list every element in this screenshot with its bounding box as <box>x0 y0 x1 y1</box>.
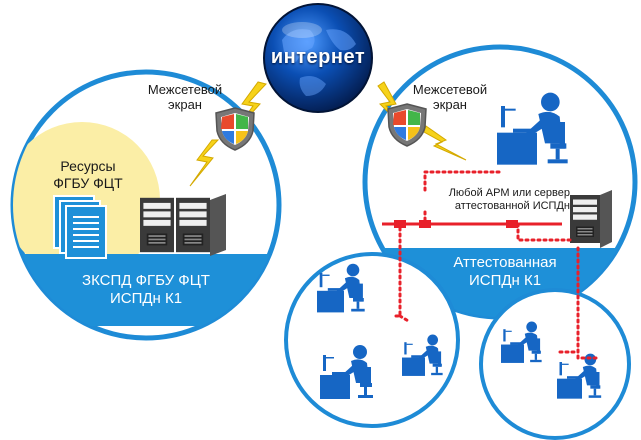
server-icon <box>140 194 226 256</box>
lightning-icon <box>423 125 467 161</box>
internet-label: интернет <box>270 46 366 68</box>
firewall-right-line2: экран <box>433 97 467 112</box>
firewall-left-line1: Межсетевой <box>147 82 223 97</box>
firewall-right-shield-icon <box>387 103 427 147</box>
note-line2: аттестованной ИСПДн <box>454 200 570 212</box>
left-site-band-line2: ИСПДн К1 <box>109 290 183 307</box>
dotted-link <box>390 226 402 318</box>
dotted-link <box>516 222 572 242</box>
documents-icon <box>53 195 107 259</box>
resources-line2: ФГБУ ФЦТ <box>53 175 123 191</box>
note-line1: Любой АРМ или сервер <box>448 187 570 199</box>
left-site-band-label: ЗКСПД ФГБУ ФЦТ ИСПДн К1 <box>56 272 236 308</box>
dotted-links <box>390 170 598 360</box>
resources-line1: Ресурсы <box>60 158 116 174</box>
firewall-left-line2: экран <box>168 97 202 112</box>
right-site-band-line1: Аттестованная <box>453 254 557 271</box>
dotted-link <box>398 314 412 324</box>
firewall-left-label: Межсетевой экран <box>130 82 240 112</box>
remote-site-circle <box>479 288 631 440</box>
firewall-right-line1: Межсетевой <box>412 82 488 97</box>
right-site-band-label: Аттестованная ИСПДн К1 <box>430 254 580 290</box>
globe-icon <box>263 3 373 113</box>
firewall-left-shield-icon <box>215 107 255 151</box>
dotted-link <box>576 246 598 360</box>
lan-node <box>506 220 518 228</box>
lan-node <box>419 220 431 228</box>
dotted-link <box>423 170 502 192</box>
lightning-icon <box>189 139 220 187</box>
right-site-band-line2: ИСПДн К1 <box>468 272 542 289</box>
left-site-band-line1: ЗКСПД ФГБУ ФЦТ <box>82 272 210 289</box>
note-label: Любой АРМ или сервер аттестованной ИСПДн <box>428 187 570 213</box>
remote-site-1 <box>284 252 460 428</box>
resources-label: Ресурсы ФГБУ ФЦТ <box>40 158 136 192</box>
remote-site-2 <box>479 288 631 440</box>
server-icon <box>570 190 612 248</box>
firewall-right-label: Межсетевой экран <box>395 82 505 112</box>
lan-node <box>394 220 406 228</box>
